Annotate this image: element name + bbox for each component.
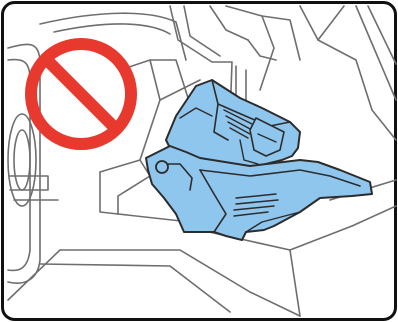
- staple-cartridge: [146, 80, 372, 240]
- prohibition-icon: [31, 44, 131, 144]
